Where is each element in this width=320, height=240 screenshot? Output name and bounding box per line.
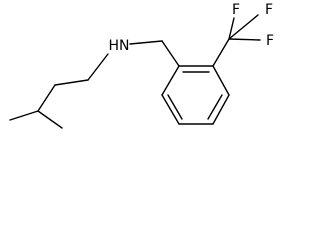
ring-bond-5 (161, 94, 180, 125)
bond-c-f-right (228, 38, 261, 41)
bond-n-ch2 (129, 40, 163, 45)
chemical-structure: HN F F F (9, 2, 274, 129)
fluorine-top-right-label: F (265, 2, 273, 18)
bond-c-f-top-right (228, 14, 259, 40)
bond-chain-1 (37, 84, 56, 112)
fluorine-right-label: F (266, 33, 274, 49)
bond-ring-cf3 (212, 38, 230, 67)
bond-methyl-2 (37, 110, 63, 129)
nh-label: HN (109, 38, 130, 54)
bond-chain-3 (87, 53, 109, 81)
bond-ch2-ring (161, 40, 180, 67)
ring-bond-2 (212, 65, 230, 96)
bond-chain-2 (54, 79, 89, 86)
ring-bond-6 (161, 65, 180, 96)
ring-bond-3 (212, 94, 230, 125)
bond-methyl-1 (9, 110, 39, 121)
ring-double-bond-2 (207, 94, 223, 120)
ring-double-bond-3 (167, 94, 183, 120)
bond-c-f-top-left (228, 17, 235, 40)
fluorine-top-left-label: F (232, 2, 240, 18)
